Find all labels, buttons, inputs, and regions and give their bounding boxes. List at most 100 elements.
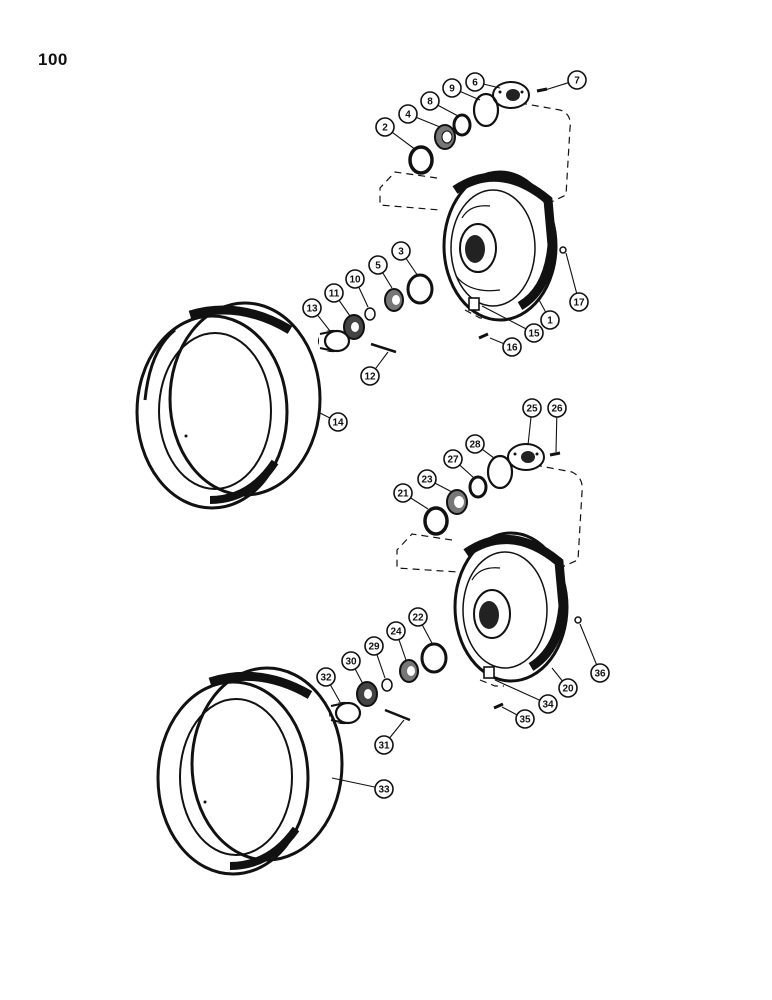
callout-circle-27 <box>443 449 463 469</box>
callout-leader-24 <box>398 639 407 661</box>
callout-32: 32 <box>316 667 341 703</box>
callout-leader-4 <box>416 116 441 128</box>
callout-circle-5 <box>368 255 388 275</box>
callout-leader-32 <box>329 684 341 703</box>
callout-circle-16 <box>502 337 522 357</box>
bearing-part-23 <box>446 489 468 515</box>
callout-leader-8 <box>437 104 459 117</box>
callout-label-27: 27 <box>447 455 459 466</box>
callout-leader-10 <box>358 286 369 308</box>
callout-circle-25 <box>522 398 542 418</box>
callout-circle-10 <box>345 269 365 289</box>
callout-circle-32 <box>316 667 336 687</box>
callout-circle-2 <box>375 117 395 137</box>
cotter-pin-part-31 <box>384 708 411 722</box>
callout-leader-17 <box>565 252 578 294</box>
callout-label-34: 34 <box>542 700 554 711</box>
callout-label-22: 22 <box>412 613 424 624</box>
callout-circle-24 <box>386 621 406 641</box>
callout-28: 28 <box>465 434 495 459</box>
callout-label-9: 9 <box>449 84 455 95</box>
hub-cap-part-32 <box>328 701 362 725</box>
callout-leader-31 <box>389 719 405 739</box>
callout-circle-22 <box>408 607 428 627</box>
callout-leader-22 <box>421 624 434 646</box>
callout-label-5: 5 <box>375 261 381 272</box>
callout-label-31: 31 <box>378 741 390 752</box>
washer-part-10 <box>364 307 376 321</box>
callout-leader-13 <box>317 314 331 332</box>
callout-leader-23 <box>434 482 453 493</box>
page-number: 100 <box>38 50 68 69</box>
callout-23: 23 <box>417 469 453 493</box>
cap-part-6 <box>492 81 530 109</box>
callout-leader-12 <box>374 351 389 370</box>
cup-part-22 <box>420 642 448 674</box>
bearing-part-5 <box>384 288 404 312</box>
callout-label-28: 28 <box>469 440 481 451</box>
callout-16: 16 <box>489 337 522 357</box>
callout-circle-21 <box>393 483 413 503</box>
callout-leader-36 <box>579 623 598 665</box>
callout-1: 1 <box>537 297 560 330</box>
callout-label-20: 20 <box>562 684 574 695</box>
callout-label-25: 25 <box>526 404 538 415</box>
callout-leader-27 <box>459 464 475 479</box>
callout-label-7: 7 <box>574 76 580 87</box>
callout-leader-25 <box>527 416 532 446</box>
cup-part-21 <box>423 506 449 536</box>
callout-label-14: 14 <box>332 418 344 429</box>
callout-leader-1 <box>537 297 547 313</box>
callout-circle-35 <box>515 709 535 729</box>
seal-part-8 <box>452 113 472 137</box>
callout-label-17: 17 <box>573 298 585 309</box>
callout-circle-30 <box>341 651 361 671</box>
callout-circle-3 <box>391 241 411 261</box>
callout-label-10: 10 <box>349 275 361 286</box>
callout-2: 2 <box>375 117 417 151</box>
upper-assembly <box>135 81 571 510</box>
upper-dashed-bracket <box>379 102 571 211</box>
callout-leader-9 <box>460 91 481 101</box>
callout-label-6: 6 <box>472 78 478 89</box>
callout-circle-9 <box>442 78 462 98</box>
callout-14: 14 <box>317 411 348 432</box>
callout-circle-26 <box>547 398 567 418</box>
cap-part-25 <box>507 443 545 471</box>
dashed-line-34 <box>479 679 504 687</box>
callout-27: 27 <box>443 449 475 479</box>
callout-label-2: 2 <box>382 123 388 134</box>
callout-leader-33 <box>331 777 376 788</box>
callout-leader-21 <box>410 497 429 510</box>
rim-part-33 <box>156 666 344 876</box>
callout-leader-20 <box>551 667 563 682</box>
callout-9: 9 <box>442 78 481 101</box>
callout-26: 26 <box>547 398 567 453</box>
callout-circle-31 <box>374 735 394 755</box>
callout-label-32: 32 <box>320 673 332 684</box>
callout-label-16: 16 <box>506 343 518 354</box>
callout-24: 24 <box>386 621 407 661</box>
bearing-part-24 <box>399 659 419 683</box>
callout-label-4: 4 <box>405 110 411 121</box>
callout-leader-6 <box>483 83 501 89</box>
lower-dashed-bracket <box>396 464 583 573</box>
callout-label-26: 26 <box>551 404 563 415</box>
dashed-line-15 <box>464 309 490 319</box>
callout-circle-23 <box>417 469 437 489</box>
callout-circle-15 <box>524 323 544 343</box>
callout-circle-8 <box>420 91 440 111</box>
nut-part-11 <box>343 314 365 340</box>
callout-13: 13 <box>302 298 331 332</box>
seal-part-27 <box>468 475 488 499</box>
cotter-pin-part-12 <box>370 342 397 354</box>
callout-6: 6 <box>465 72 501 92</box>
callout-label-21: 21 <box>397 489 409 500</box>
callout-leader-2 <box>391 131 417 151</box>
callout-leader-28 <box>481 448 495 459</box>
callout-30: 30 <box>341 651 364 685</box>
o-ring-part-28 <box>486 454 514 490</box>
lower-assembly <box>156 443 583 876</box>
callout-35: 35 <box>501 706 535 729</box>
